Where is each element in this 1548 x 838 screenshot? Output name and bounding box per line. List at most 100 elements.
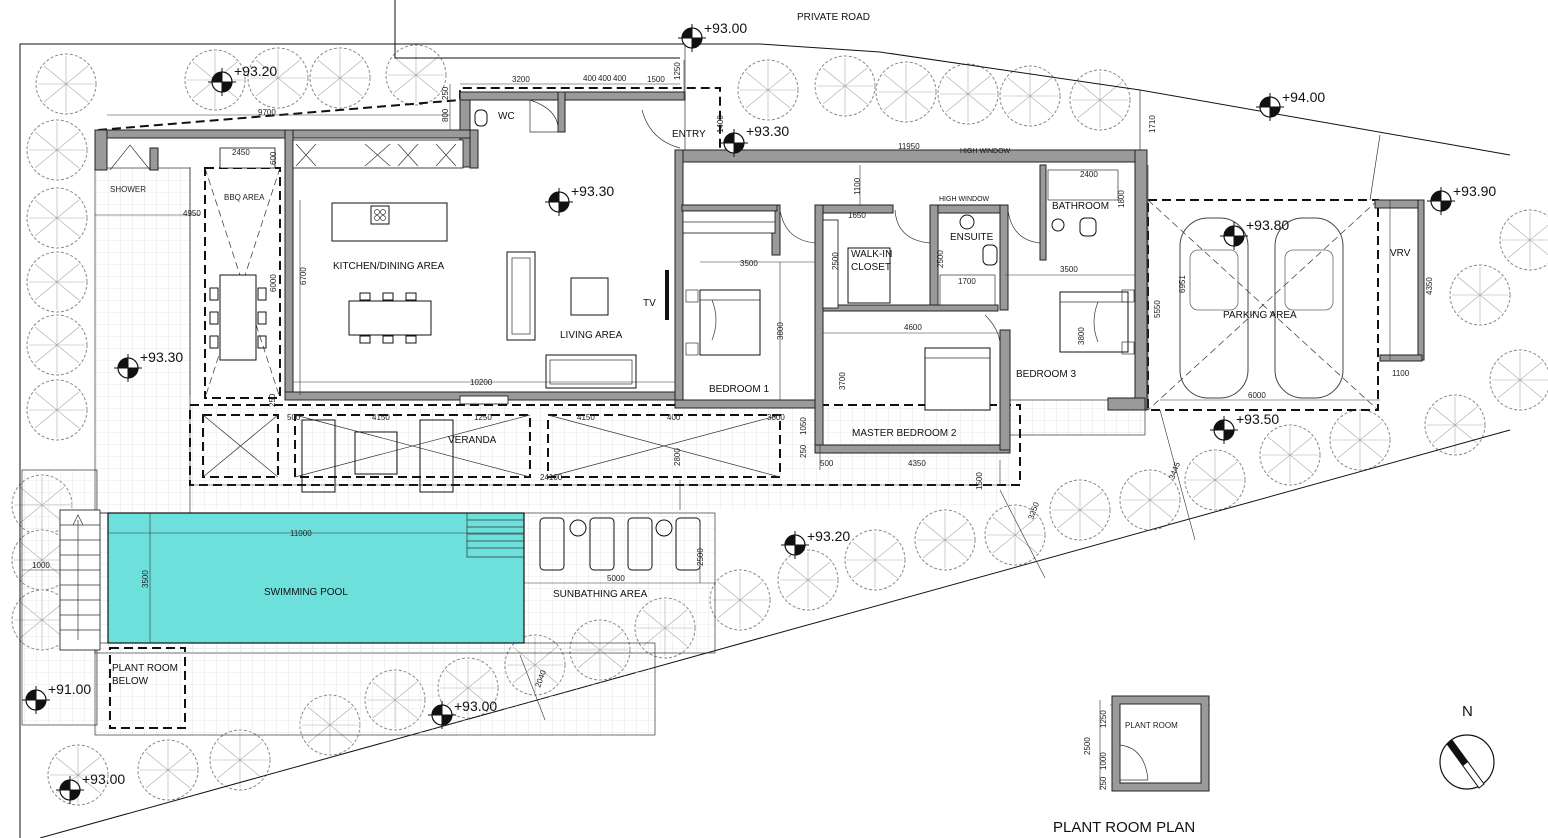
dim: 4150: [577, 413, 595, 422]
dim: 400: [667, 413, 681, 422]
label-plant-room: PLANT ROOM: [1125, 721, 1178, 730]
label-vrv: VRV: [1390, 248, 1411, 259]
dim: 2500: [696, 548, 705, 566]
label-tv: TV: [643, 298, 656, 309]
dim: 1250: [1099, 710, 1108, 728]
dim: 1250: [474, 413, 492, 422]
dim: 600: [269, 151, 278, 165]
level-value: +93.00: [704, 20, 747, 36]
dim: 800: [441, 108, 450, 122]
dim: 400: [598, 74, 612, 83]
label-plant-room-below: PLANT ROOM: [112, 663, 178, 674]
dim: 4600: [904, 323, 922, 332]
level-value: +93.90: [1453, 183, 1496, 199]
level-marker-icon: [1219, 221, 1249, 251]
dim: 1000: [1099, 752, 1108, 770]
dim: 11950: [898, 142, 920, 151]
label-ensuite: ENSUITE: [950, 232, 994, 243]
label-private-road: PRIVATE ROAD: [797, 12, 870, 23]
dim: 500: [820, 459, 834, 468]
dim: 5000: [607, 574, 625, 583]
dim: 1700: [958, 277, 976, 286]
label-swimming-pool: SWIMMING POOL: [264, 587, 348, 598]
label-shower: SHOWER: [110, 185, 146, 194]
dim: 3445: [1167, 460, 1182, 480]
label-master-bedroom: MASTER BEDROOM 2: [852, 428, 957, 439]
level-marker-icon: [1255, 92, 1285, 122]
label-bbq-area: BBQ AREA: [224, 193, 265, 202]
dim: 1500: [975, 472, 984, 490]
level-value: +91.00: [48, 681, 91, 697]
level-value: +93.30: [746, 123, 789, 139]
dim: 1250: [673, 62, 682, 80]
label-parking-area: PARKING AREA: [1223, 310, 1297, 321]
level-value: +93.50: [1236, 411, 1279, 427]
dim: 1650: [848, 211, 866, 220]
dim: 11000: [290, 529, 312, 538]
dim: 2500: [936, 250, 945, 268]
dim: 400: [613, 74, 627, 83]
dim: 6000: [1248, 391, 1266, 400]
label-kitchen-dining: KITCHEN/DINING AREA: [333, 261, 444, 272]
dim: 24100: [540, 473, 563, 482]
dim: 1800: [1117, 190, 1126, 208]
level-value: +93.20: [807, 528, 850, 544]
dim: 4950: [183, 209, 201, 218]
dim: 3500: [141, 570, 150, 588]
dim: 250: [799, 444, 808, 458]
car-icon: [1179, 217, 1344, 399]
label-veranda: VERANDA: [448, 435, 497, 446]
dim: 250: [268, 393, 277, 407]
label-high-window: HIGH WINDOW: [939, 196, 990, 203]
level-marker-icon: [1209, 415, 1239, 445]
dim: 1050: [799, 417, 808, 435]
dim: 10200: [470, 378, 493, 387]
dim: 1100: [853, 177, 862, 195]
label-living-area: LIVING AREA: [560, 330, 623, 341]
label-entry: ENTRY: [672, 129, 706, 140]
furniture: [109, 109, 1135, 571]
level-marker-icon: [544, 187, 574, 217]
side-stairs: [59, 509, 101, 651]
dim: 2500: [831, 252, 840, 270]
dim: 3500: [740, 259, 758, 268]
dim: 1710: [1148, 115, 1157, 133]
label-sunbathing-area: SUNBATHING AREA: [553, 589, 648, 600]
level-marker-icon: [677, 23, 707, 53]
level-markers: +93.00 +93.20 +93.30 +94.00 +93.30 +93.9…: [21, 20, 1496, 805]
dim: 1000: [32, 561, 50, 570]
dim: 4350: [908, 459, 926, 468]
swimming-pool: [107, 512, 525, 644]
label-plant-room-below: BELOW: [112, 676, 149, 687]
dim: 250: [441, 86, 450, 100]
dim: 6951: [1178, 275, 1187, 293]
level-marker-icon: [1426, 186, 1456, 216]
dim: 3800: [776, 322, 785, 340]
sun-loungers: [539, 517, 701, 571]
dim: 3500: [1060, 265, 1078, 274]
label-bedroom-3: BEDROOM 3: [1016, 369, 1076, 380]
room-labels: PRIVATE ROAD WC ENTRY SHOWER BBQ AREA KI…: [110, 12, 1411, 687]
dim: 1500: [647, 75, 665, 84]
dim: 400: [583, 74, 597, 83]
door-swing-icon: [529, 99, 1041, 346]
level-value: +93.00: [82, 771, 125, 787]
dim: 9700: [258, 108, 276, 117]
dim: 4150: [372, 413, 390, 422]
label-bedroom-1: BEDROOM 1: [709, 384, 769, 395]
dim: 6000: [269, 274, 278, 292]
label-walk-in: WALK-IN: [851, 249, 892, 260]
plant-room-plan: PLANT ROOM PLANT ROOM PLAN: [1053, 695, 1210, 836]
dimension-lines: [22, 60, 1391, 790]
level-value: +93.30: [571, 183, 614, 199]
level-value: +93.00: [454, 698, 497, 714]
label-bathroom: BATHROOM: [1052, 201, 1109, 212]
label-wc: WC: [498, 111, 515, 122]
level-value: +93.80: [1246, 217, 1289, 233]
dim: 2500: [1083, 737, 1092, 755]
dim: 250: [1099, 776, 1108, 790]
dim: 3200: [512, 75, 530, 84]
dim: 3800: [767, 413, 785, 422]
dim: 500: [287, 413, 301, 422]
